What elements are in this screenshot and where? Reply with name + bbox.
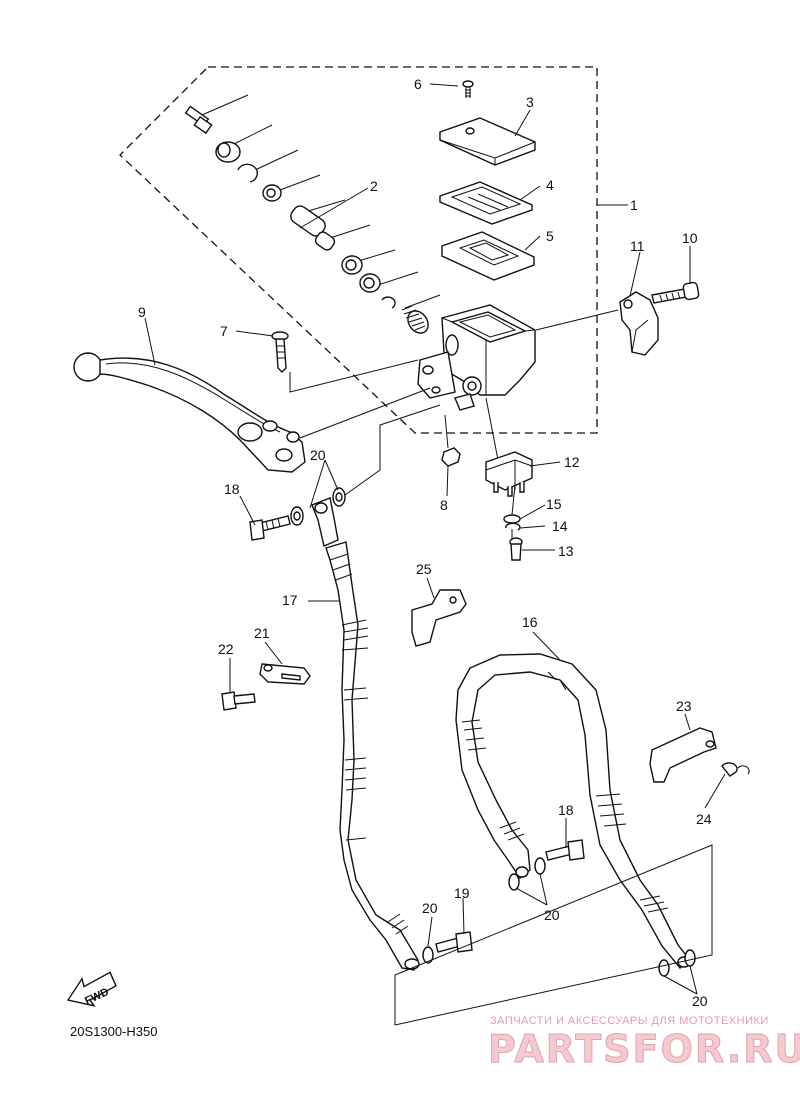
brake-lever — [73, 352, 306, 473]
spring — [401, 305, 429, 334]
copper-washer — [534, 857, 546, 875]
callout-18-upper: 18 — [224, 481, 240, 497]
callout-23: 23 — [676, 698, 692, 714]
callout-12: 12 — [564, 454, 580, 470]
callout-labels: 1 2 3 4 5 6 7 8 9 10 11 12 13 14 15 16 1… — [138, 76, 712, 1009]
copper-washer — [684, 949, 696, 967]
callout-13: 13 — [558, 543, 574, 559]
holder-clamp — [619, 291, 659, 356]
callout-21: 21 — [254, 625, 270, 641]
lower-frame-lines — [394, 844, 713, 1026]
piston — [290, 205, 336, 251]
callout-1: 1 — [630, 197, 638, 213]
bracket-23 — [649, 727, 717, 783]
copper-washer — [658, 959, 670, 977]
callout-19: 19 — [454, 885, 470, 901]
bracket-25 — [411, 589, 467, 647]
callout-14: 14 — [552, 518, 568, 534]
guide-bolt-22 — [221, 691, 256, 711]
piston-kit-parts — [184, 94, 441, 334]
callout-20-right: 20 — [692, 993, 708, 1009]
pivot-nut — [441, 447, 461, 467]
diagram-code: 20S1300-H350 — [70, 1024, 157, 1039]
ring — [381, 296, 396, 309]
callout-leaders — [144, 83, 726, 995]
callout-3: 3 — [526, 94, 534, 110]
callout-16: 16 — [522, 614, 538, 630]
brake-light-switch — [485, 451, 533, 497]
holder-bolt — [651, 281, 700, 304]
union-bolt-18-lower — [545, 839, 585, 861]
hose-guide-21 — [259, 663, 311, 685]
brake-hose-17 — [311, 497, 420, 971]
watermark-tagline: ЗАПЧАСТИ И АКСЕССУАРЫ ДЛЯ МОТОТЕХНИКИ — [490, 1015, 769, 1027]
callout-4: 4 — [546, 177, 554, 193]
callout-17: 17 — [282, 592, 298, 608]
switch-screw — [509, 537, 523, 561]
callout-18-lower: 18 — [558, 802, 574, 818]
callout-24: 24 — [696, 811, 712, 827]
callout-22: 22 — [218, 641, 234, 657]
pivot-bolt — [271, 331, 289, 373]
callout-20-mid: 20 — [544, 907, 560, 923]
lock-washer-14 — [505, 522, 521, 531]
watermark-brand: PARTSFOR.RU — [488, 1027, 800, 1071]
copper-washer — [422, 946, 434, 964]
fwd-arrow-icon: FWD — [66, 971, 117, 1007]
washer-15 — [503, 514, 521, 524]
callout-10: 10 — [682, 230, 698, 246]
callout-7: 7 — [220, 323, 228, 339]
callout-9: 9 — [138, 304, 146, 320]
union-bolt-upper — [249, 515, 291, 541]
callout-6: 6 — [414, 76, 422, 92]
callout-20-upper: 20 — [310, 447, 326, 463]
leader-lines — [289, 309, 619, 540]
copper-washer — [508, 873, 520, 891]
reservoir-cap — [439, 117, 536, 166]
callout-20-left: 20 — [422, 900, 438, 916]
push-rod — [184, 105, 213, 135]
callout-25: 25 — [416, 561, 432, 577]
union-bolt-19 — [435, 931, 473, 953]
cap-screw — [462, 80, 474, 98]
callout-2: 2 — [370, 178, 378, 194]
callout-15: 15 — [546, 496, 562, 512]
diaphragm — [441, 231, 535, 281]
clip-24 — [721, 762, 750, 777]
assembly-boundary — [119, 66, 598, 434]
callout-5: 5 — [546, 228, 554, 244]
diaphragm-plate — [439, 181, 533, 225]
callout-11: 11 — [630, 238, 645, 254]
callout-8: 8 — [440, 497, 448, 513]
master-cylinder-body — [417, 304, 536, 411]
circlip — [237, 163, 258, 183]
